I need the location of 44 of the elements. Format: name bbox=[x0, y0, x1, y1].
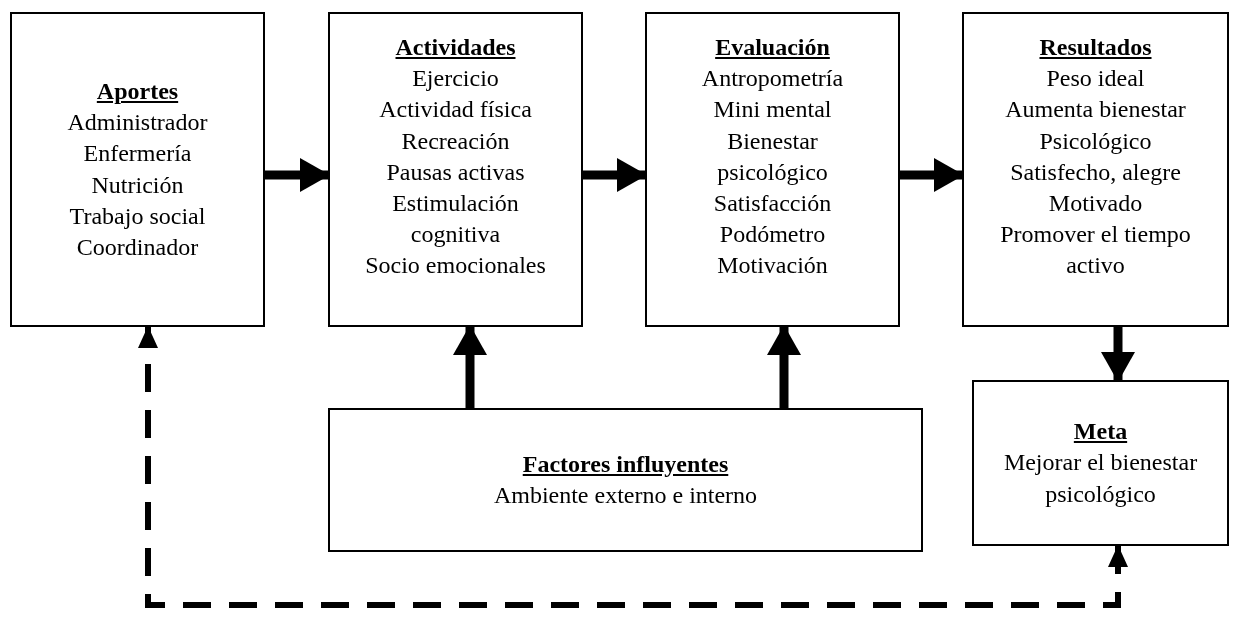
box-item-text: Actividad física bbox=[379, 95, 532, 125]
box-item-text: Podómetro bbox=[719, 220, 826, 250]
process-box bbox=[328, 12, 583, 327]
box-heading: Actividades bbox=[395, 33, 516, 62]
process-box bbox=[10, 12, 265, 327]
box-item-text: Psicológico bbox=[1039, 126, 1152, 156]
box-item-text: Coordinador bbox=[76, 232, 199, 262]
box-item-text: Administrador bbox=[67, 108, 208, 138]
box-item-text: Socio emocionales bbox=[365, 251, 546, 281]
box-heading: Meta bbox=[1073, 417, 1128, 447]
box-item-text: Antropometría bbox=[701, 64, 844, 94]
process-box bbox=[328, 408, 923, 552]
arrow bbox=[265, 158, 330, 192]
box-item-text: Ambiente externo e interno bbox=[493, 481, 758, 510]
box-item-text: Motivación bbox=[717, 251, 828, 281]
arrow bbox=[453, 325, 487, 408]
process-box bbox=[962, 12, 1229, 327]
box-item-text: Nutrición bbox=[91, 170, 184, 200]
box-item-text: Estimulación cognitiva bbox=[391, 188, 520, 250]
arrow bbox=[900, 158, 964, 192]
box-item-text: Peso ideal bbox=[1046, 64, 1145, 94]
goal-box bbox=[972, 380, 1229, 546]
process-box bbox=[645, 12, 900, 327]
box-item-text: Mini mental bbox=[713, 95, 832, 125]
box-item-text: Recreación bbox=[401, 126, 510, 156]
box-item-text: Mejorar el bienestar psicológico bbox=[1002, 448, 1199, 509]
box-heading: Aportes bbox=[96, 76, 179, 106]
box-heading: Factores influyentes bbox=[522, 449, 729, 479]
box-heading: Resultados bbox=[1039, 33, 1152, 62]
feedback-arrow bbox=[138, 326, 1128, 608]
box-heading: Evaluación bbox=[715, 33, 830, 62]
box-item-text: Pausas activas bbox=[386, 157, 525, 187]
arrow bbox=[1101, 327, 1135, 382]
box-item-text: Aumenta bienestar bbox=[1005, 95, 1186, 125]
arrow bbox=[583, 158, 647, 192]
arrow bbox=[767, 325, 801, 408]
box-item-text: Satisfecho, alegre bbox=[1010, 157, 1181, 187]
box-item-text: Ejercicio bbox=[412, 64, 499, 94]
box-item-text: Motivado bbox=[1048, 188, 1143, 218]
box-item-text: Satisfacción bbox=[713, 188, 832, 218]
box-item-text: Bienestar psicológico bbox=[716, 126, 829, 187]
box-item-text: Trabajo social bbox=[69, 201, 206, 231]
box-item-text: Promover el tiempo activo bbox=[999, 220, 1192, 281]
box-item-text: Enfermería bbox=[83, 139, 192, 169]
